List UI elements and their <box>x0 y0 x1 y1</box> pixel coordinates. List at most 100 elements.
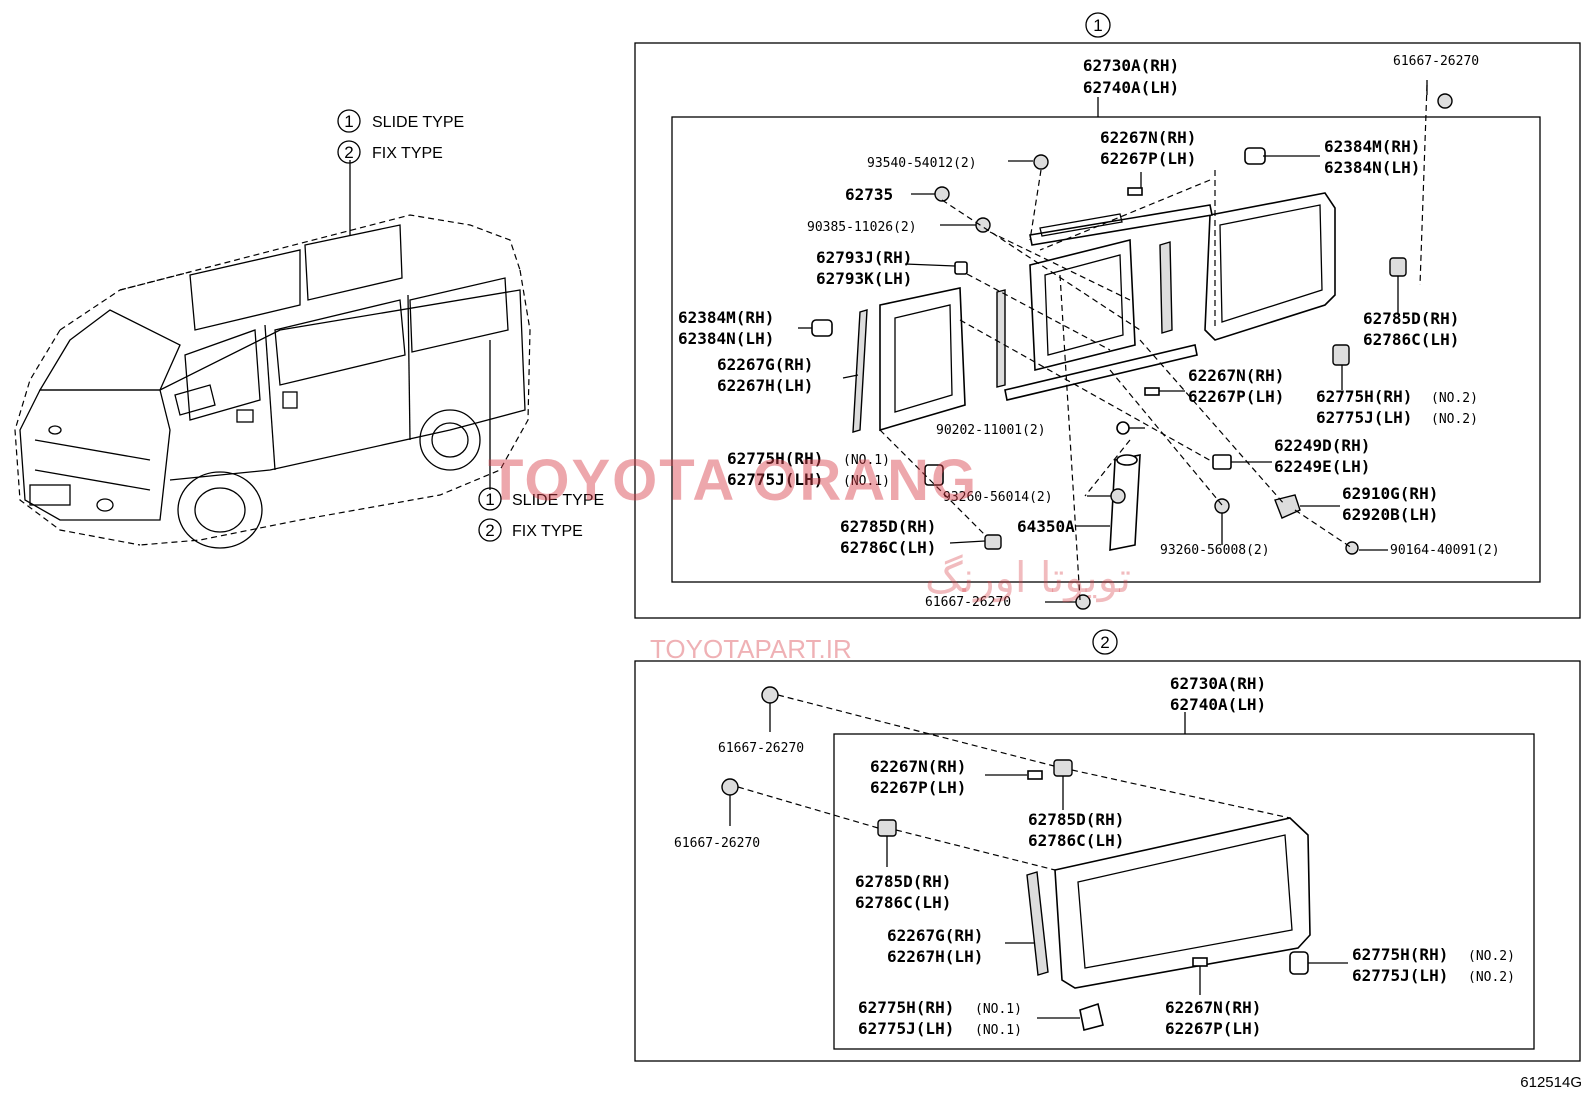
label2-62740a: 62740A(LH) <box>1170 695 1266 714</box>
label-62267p-mid: 62267P(LH) <box>1188 387 1284 406</box>
label2-61667-upper: 61667-26270 <box>718 741 804 756</box>
label2-62267n-upper: 62267N(RH) <box>870 757 966 776</box>
label-62384n-left: 62384N(LH) <box>678 329 774 348</box>
label2-62267g: 62267G(RH) <box>887 926 983 945</box>
screw-93540 <box>1033 154 1049 170</box>
section-2-labels: 62730A(RH) 62740A(LH) 61667-26270 62267N… <box>674 674 1515 1038</box>
label-62384n-top: 62384N(LH) <box>1324 158 1420 177</box>
label-62267h: 62267H(LH) <box>717 376 813 395</box>
cushion-62267n-bottom <box>1144 387 1160 396</box>
label-62775j-no1: 62775J(LH) <box>727 470 823 489</box>
label-62786c-bottom: 62786C(LH) <box>840 538 936 557</box>
label-62775h-no2-suffix: (NO.2) <box>1431 391 1478 406</box>
label2-62267p-upper: 62267P(LH) <box>870 778 966 797</box>
clip-62785d-upper <box>1053 759 1073 777</box>
section-2-outer-frame <box>634 660 1581 1062</box>
label-62793j: 62793J(RH) <box>816 248 912 267</box>
legend-mid-num-1: 1 <box>485 490 494 509</box>
legend-top-num-1: 1 <box>344 112 353 131</box>
label-62793k: 62793K(LH) <box>816 269 912 288</box>
legend-top: 1 SLIDE TYPE 2 FIX TYPE <box>337 109 464 164</box>
nut-62735 <box>934 186 950 202</box>
label2-62775j-no1-suffix: (NO.1) <box>975 1023 1022 1038</box>
section-1-inner-frame <box>671 116 1541 583</box>
label2-62775h-no2: 62775H(RH) <box>1352 945 1448 964</box>
label-90385: 90385-11026(2) <box>807 220 917 235</box>
label-62740a: 62740A(LH) <box>1083 78 1179 97</box>
section-2-leader-lines <box>729 694 1348 1019</box>
section-1-leader-lines <box>798 80 1428 603</box>
label2-62775h-no1-suffix: (NO.1) <box>975 1002 1022 1017</box>
van-illustration <box>14 160 531 549</box>
label-62775h-no1: 62775H(RH) <box>727 449 823 468</box>
label-62775j-no1-suffix: (NO.1) <box>843 474 890 489</box>
label-62775j-no2-suffix: (NO.2) <box>1431 412 1478 427</box>
legend-top-text-1: SLIDE TYPE <box>372 114 464 131</box>
label2-62775j-no2: 62775J(LH) <box>1352 966 1448 985</box>
label-93540: 93540-54012(2) <box>867 156 977 171</box>
clip-62785d-bottom <box>984 534 1002 550</box>
section-2-number: 2 <box>1100 633 1109 652</box>
label-62785d-top: 62785D(RH) <box>1363 309 1459 328</box>
section-1-number: 1 <box>1093 16 1102 35</box>
clip-62785d-lower <box>877 819 897 837</box>
label-62920b: 62920B(LH) <box>1342 505 1438 524</box>
bolt-93260-56008 <box>1214 498 1230 514</box>
clip-61667-top <box>1437 93 1453 109</box>
watermark-persian: تویوتا اورنگ <box>925 553 1131 602</box>
label2-62785d-upper: 62785D(RH) <box>1028 810 1124 829</box>
section-1-outer-frame <box>634 42 1581 619</box>
label-62267n-mid: 62267N(RH) <box>1188 366 1284 385</box>
label2-62267p-lower: 62267P(LH) <box>1165 1019 1261 1038</box>
cushion-62267n-upper <box>1027 770 1043 780</box>
cushion-62267n-lower <box>1192 957 1208 967</box>
label-62730a: 62730A(RH) <box>1083 56 1179 75</box>
label-62267g: 62267G(RH) <box>717 355 813 374</box>
section-2-fix-type: 2 <box>634 629 1581 1062</box>
label2-62775j-no2-suffix: (NO.2) <box>1468 970 1515 985</box>
label-90164: 90164-40091(2) <box>1390 543 1500 558</box>
stopper-62775h-no2 <box>1289 951 1309 975</box>
clip-61667-lower <box>721 778 739 796</box>
label-62786c-top: 62786C(LH) <box>1363 330 1459 349</box>
watermark: TOYOTA ORANG تویوتا اورنگ TOYOTAPART.IR <box>488 448 1131 664</box>
label-64350a: 64350A <box>1017 517 1075 536</box>
diagram-code: 612514G <box>1520 1074 1582 1091</box>
watermark-site: TOYOTAPART.IR <box>650 634 852 664</box>
watermark-brand: TOYOTA ORANG <box>488 448 978 513</box>
section-1-labels: 62730A(RH) 62740A(LH) 61667-26270 93540-… <box>678 54 1500 610</box>
label2-62786c-lower: 62786C(LH) <box>855 893 951 912</box>
clip-62384m-left <box>811 319 833 337</box>
legend-mid-num-2: 2 <box>485 521 494 540</box>
cushion-62267n-top <box>1127 187 1143 196</box>
section-2-inner-frame <box>833 733 1535 1050</box>
label2-62730a: 62730A(RH) <box>1170 674 1266 693</box>
legend-mid-text-1: SLIDE TYPE <box>512 492 604 509</box>
fixed-glass <box>1054 817 1311 989</box>
label-62249d: 62249D(RH) <box>1274 436 1370 455</box>
label-61667-bottom: 61667-26270 <box>925 595 1011 610</box>
label-62384m-top: 62384M(RH) <box>1324 137 1420 156</box>
clip-62793j <box>954 261 968 275</box>
clip-62785d-top <box>1389 257 1407 277</box>
legend-mid-text-2: FIX TYPE <box>512 523 583 540</box>
label-62775j-no2: 62775J(LH) <box>1316 408 1412 427</box>
legend-top-text-2: FIX TYPE <box>372 145 443 162</box>
label-62785d-bottom: 62785D(RH) <box>840 517 936 536</box>
clip-61667-upper <box>761 686 779 704</box>
label2-62775h-no2-suffix: (NO.2) <box>1468 949 1515 964</box>
label2-62775h-no1: 62775H(RH) <box>858 998 954 1017</box>
label2-62267h: 62267H(LH) <box>887 947 983 966</box>
label-90202: 90202-11001(2) <box>936 423 1046 438</box>
label-62249e: 62249E(LH) <box>1274 457 1370 476</box>
label-62384m-left: 62384M(RH) <box>678 308 774 327</box>
label2-61667-lower: 61667-26270 <box>674 836 760 851</box>
label-62267p-top: 62267P(LH) <box>1100 149 1196 168</box>
section-2-parts <box>721 686 1311 1031</box>
label-62910g: 62910G(RH) <box>1342 484 1438 503</box>
section-1-slide-type: 1 <box>634 12 1581 619</box>
stopper-62775h-no2 <box>1332 344 1350 366</box>
label2-62785d-lower: 62785D(RH) <box>855 872 951 891</box>
glass-run-62267g <box>1026 871 1049 976</box>
